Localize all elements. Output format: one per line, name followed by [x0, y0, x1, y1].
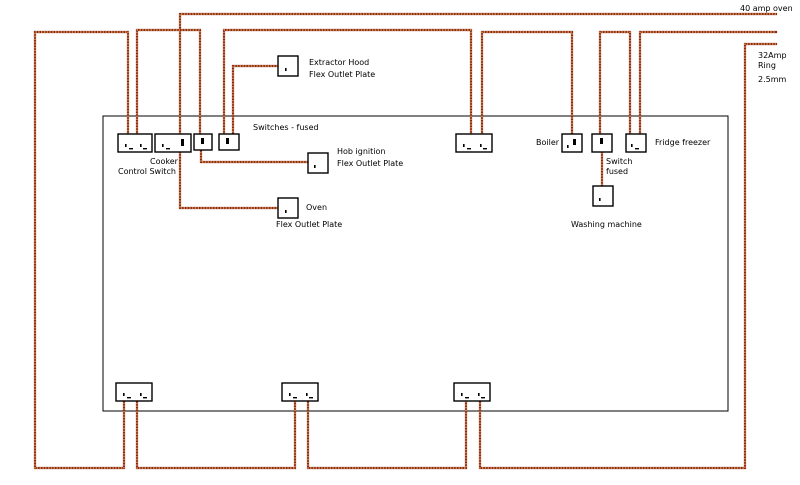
- ring-cable-g: [598, 30, 632, 136]
- oven-label-line2: Flex Outlet Plate: [276, 220, 342, 229]
- washing-machine-outlet: [592, 185, 614, 207]
- switch-label-line1: Switch: [606, 157, 632, 166]
- ring-cable-d: [135, 28, 202, 136]
- fridge-freezer-label: Fridge freezer: [655, 138, 711, 147]
- ring-cable-back-wall-core: [34, 31, 129, 469]
- extractor-label-line1: Extractor Hood: [309, 58, 369, 67]
- fridge-freezer-socket: [625, 133, 647, 153]
- kitchen-outline: [102, 115, 729, 412]
- ring-cable-f-core: [481, 31, 573, 134]
- double-socket-5: [453, 382, 491, 402]
- cooker-label-line2: Control Switch: [118, 167, 176, 176]
- double-socket-4: [281, 382, 319, 402]
- hob-label-line2: Flex Outlet Plate: [337, 159, 403, 168]
- fused-spur-extractor: [218, 133, 240, 151]
- switches-fused-label: Switches - fused: [253, 123, 319, 132]
- ring-cable-b: [306, 398, 468, 470]
- extractor-label-line2: Flex Outlet Plate: [309, 70, 375, 79]
- ring-cable-e: [222, 28, 473, 136]
- extractor-flex-outlet: [277, 55, 299, 77]
- hob-ignition-cable: [199, 147, 310, 164]
- oven-label-line1: Oven: [306, 203, 327, 212]
- cooker-label-line1: Cooker: [150, 157, 179, 166]
- ring-cable-b-core: [307, 400, 467, 469]
- wires: [33, 12, 778, 470]
- ring-cable-a: [135, 398, 297, 470]
- oven-outlet-cable-core: [179, 150, 278, 209]
- extractor-cable-core: [232, 65, 278, 135]
- ring-cable-g-core: [599, 31, 631, 134]
- switch-label-line2: fused: [606, 167, 628, 176]
- ring-cable-c-core: [479, 43, 776, 469]
- ring-cable-h: [638, 30, 778, 136]
- ring-label-line1: 32Amp: [758, 51, 787, 60]
- boiler-spur: [561, 133, 583, 153]
- ring-cable-c: [478, 42, 778, 470]
- ring-cable-d-core: [136, 29, 201, 134]
- washing-machine-fused-switch: [591, 133, 613, 153]
- oven-outlet-cable: [178, 148, 280, 210]
- boiler-label: Boiler: [536, 138, 560, 147]
- hob-label-line1: Hob ignition: [337, 147, 385, 156]
- ring-cable-a-core: [136, 400, 296, 469]
- oven-supply-cable: [178, 12, 778, 138]
- cooker-control-switch: [154, 133, 192, 153]
- oven-flex-outlet: [277, 197, 299, 219]
- ring-label-line3: 2.5mm: [758, 75, 787, 84]
- ring-cable-h-core: [639, 31, 776, 134]
- washing-machine-label: Washing machine: [571, 220, 642, 229]
- fused-spur-hob: [193, 133, 213, 151]
- hob-flex-outlet: [307, 152, 329, 174]
- ring-cable-e-core: [223, 29, 472, 134]
- ring-cable-back-wall: [33, 30, 130, 470]
- hob-ignition-cable-core: [200, 149, 308, 163]
- double-socket-1: [117, 133, 153, 153]
- ring-cable-f: [480, 30, 574, 136]
- double-socket-3: [115, 382, 153, 402]
- double-socket-2: [455, 133, 493, 153]
- ring-label-line2: Ring: [758, 61, 776, 70]
- oven-supply-label: 40 amp oven: [740, 4, 793, 13]
